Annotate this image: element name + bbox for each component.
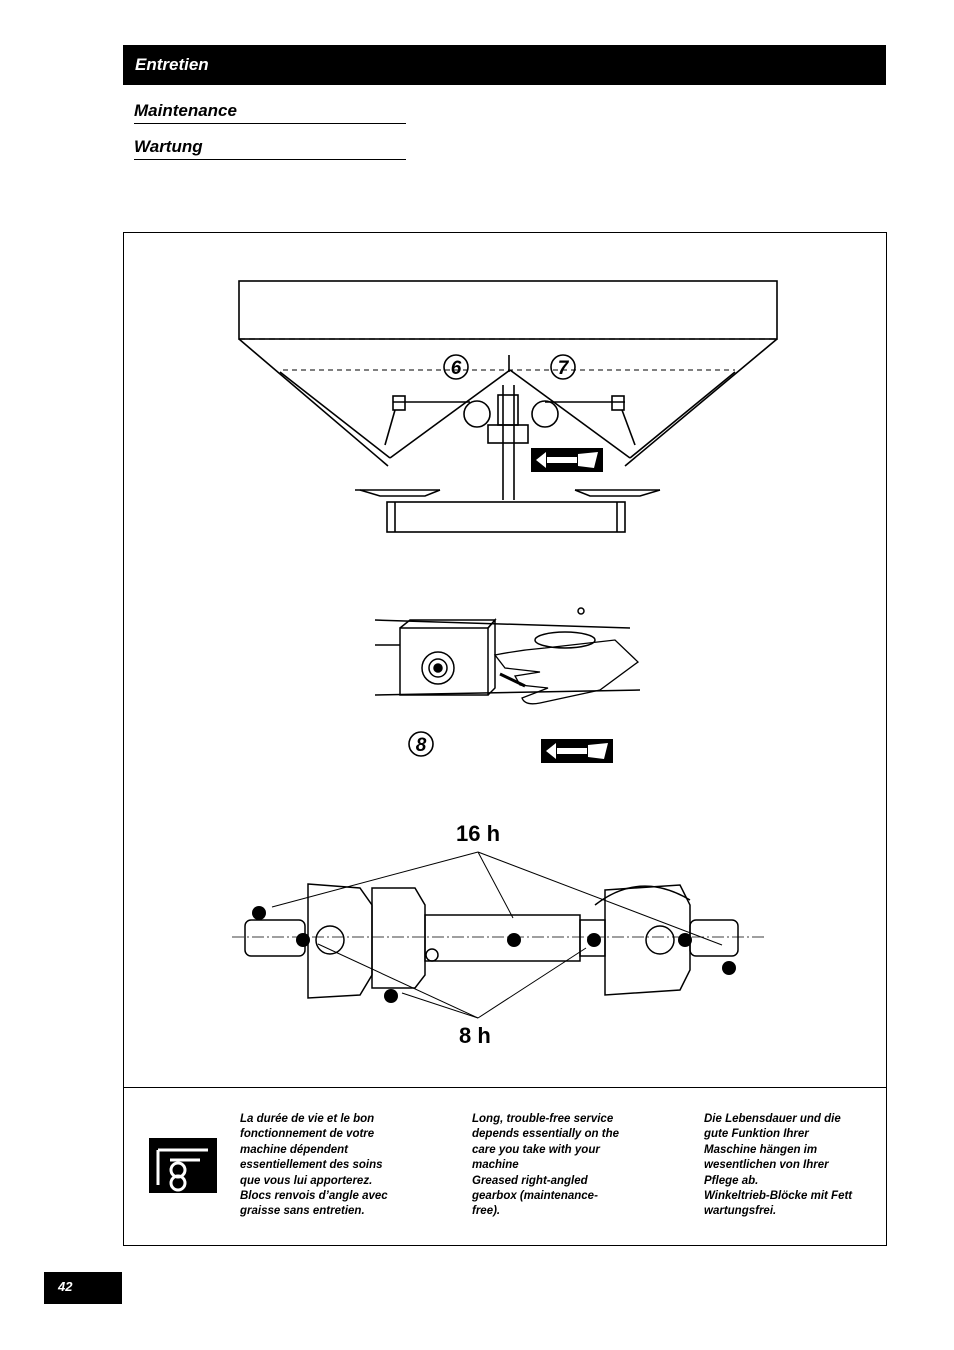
gearbox-drawing bbox=[374, 607, 641, 705]
spreader-drawing bbox=[238, 280, 778, 533]
grease-gun-icon bbox=[531, 448, 603, 472]
callout-6-label: 6 bbox=[451, 358, 462, 379]
callout-7-label: 7 bbox=[558, 358, 570, 379]
note-german: Die Lebensdauer und die gute Funktion Ih… bbox=[704, 1113, 853, 1218]
note-icon bbox=[149, 1138, 217, 1193]
grease-gun-icon bbox=[541, 739, 613, 763]
subtitle-wartung: Wartung bbox=[134, 137, 406, 160]
page-number: 42 bbox=[44, 1272, 122, 1304]
leader-lines bbox=[271, 851, 723, 1019]
section-divider bbox=[123, 1087, 887, 1088]
section-header: Entretien bbox=[123, 45, 886, 85]
note-english: Long, trouble-free service depends essen… bbox=[472, 1113, 619, 1218]
pto-shaft-drawing bbox=[232, 883, 765, 999]
callout-8: 8 bbox=[408, 731, 434, 757]
callout-8-label: 8 bbox=[416, 735, 427, 756]
section-title: Entretien bbox=[135, 55, 209, 74]
callout-7: 7 bbox=[550, 354, 576, 380]
interval-16h-label: 16 h bbox=[456, 821, 500, 846]
callout-6: 6 bbox=[443, 354, 469, 380]
illustration-frame bbox=[123, 232, 887, 1246]
interval-8h-label: 8 h bbox=[459, 1023, 491, 1048]
note-french: La durée de vie et le bon fonctionnement… bbox=[240, 1113, 388, 1218]
grease-points bbox=[252, 906, 736, 1003]
subtitle-maintenance: Maintenance bbox=[134, 101, 406, 124]
